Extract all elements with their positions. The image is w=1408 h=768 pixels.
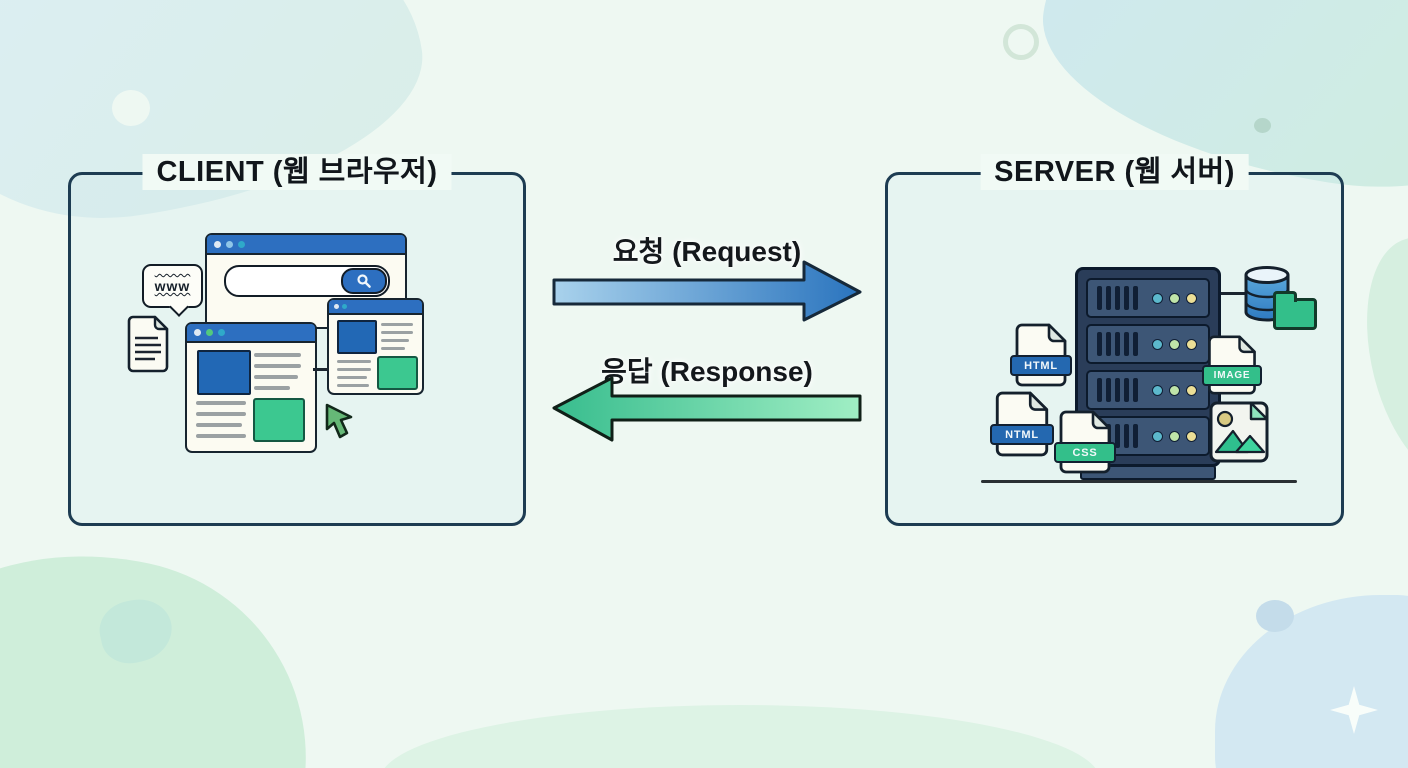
text-line: [337, 384, 369, 387]
background-blob-bottom-right: [1215, 595, 1408, 768]
image-placeholder-block: [197, 350, 251, 395]
server-rack: [1075, 267, 1221, 467]
status-lights: [1152, 292, 1197, 304]
window-dot-icon: [194, 329, 201, 336]
cursor-icon: [325, 403, 353, 439]
window-connector-line: [313, 368, 328, 371]
text-line: [381, 323, 413, 326]
text-line: [381, 347, 405, 350]
www-speech-bubble: www: [142, 264, 203, 317]
text-line: [337, 376, 367, 379]
ntml-file-icon: NTML: [989, 390, 1055, 458]
status-lights: [1152, 430, 1197, 442]
server-unit: [1086, 324, 1210, 364]
browser-titlebar: [207, 235, 405, 255]
background-blob-bottom-center: [380, 705, 1100, 768]
file-type-badge: NTML: [989, 424, 1055, 445]
background-dot-bottom-right: [1256, 600, 1294, 632]
search-icon: [357, 274, 371, 288]
ground-line: [981, 480, 1297, 483]
status-light-icon: [1169, 430, 1180, 442]
search-bar: [224, 265, 390, 297]
text-line: [381, 331, 413, 334]
text-line: [254, 353, 301, 357]
status-light-icon: [1169, 384, 1180, 396]
text-line: [254, 386, 290, 390]
document-icon: [127, 315, 169, 373]
status-light-icon: [1186, 384, 1197, 396]
text-line: [196, 434, 246, 438]
image-placeholder-block: [337, 320, 377, 354]
background-dot-top-right: [1254, 118, 1271, 133]
vent-slots-icon: [1097, 332, 1138, 356]
vent-slots-icon: [1097, 286, 1138, 310]
text-line: [381, 339, 409, 342]
text-line: [337, 368, 371, 371]
text-line: [196, 423, 242, 427]
css-file-icon: CSS: [1053, 409, 1117, 475]
www-label: www: [154, 278, 191, 294]
client-panel-title: CLIENT (웹 브라우저): [142, 154, 452, 190]
status-lights: [1152, 338, 1197, 350]
image-file-icon: IMAGE: [1201, 334, 1263, 396]
server-panel-title: SERVER (웹 서버): [980, 154, 1249, 190]
status-light-icon: [1152, 430, 1163, 442]
status-light-icon: [1186, 292, 1197, 304]
browser-titlebar: [329, 300, 422, 315]
rack-database-connector: [1218, 292, 1245, 295]
window-dot-icon: [218, 329, 225, 336]
status-lights: [1152, 384, 1197, 396]
window-dot-icon: [214, 240, 221, 248]
browser-window-small: [327, 298, 424, 395]
server-illustration: HTML NTML CSS IMAGE: [885, 172, 1338, 520]
folder-icon: [1273, 291, 1317, 330]
file-type-badge: HTML: [1009, 355, 1073, 376]
ring-decoration: [1003, 24, 1039, 60]
text-line: [196, 401, 246, 405]
speech-bubble-tail: [169, 297, 189, 317]
text-line: [254, 364, 301, 368]
request-arrow-label: 요청 (Request): [612, 236, 802, 267]
background-blob-right: [1343, 222, 1408, 498]
file-type-badge: CSS: [1053, 442, 1117, 463]
text-line: [196, 412, 246, 416]
client-illustration: www: [68, 172, 520, 520]
background-blob-hole: [112, 90, 150, 126]
server-unit: [1086, 278, 1210, 318]
file-type-badge: IMAGE: [1201, 365, 1263, 386]
search-button: [341, 268, 387, 294]
text-line: [337, 360, 371, 363]
server-unit: [1086, 370, 1210, 410]
background-blob-bottom-left: [0, 513, 343, 768]
html-file-icon: HTML: [1009, 322, 1073, 388]
status-light-icon: [1186, 430, 1197, 442]
status-light-icon: [1169, 338, 1180, 350]
window-dot-icon: [342, 304, 347, 309]
status-light-icon: [1152, 292, 1163, 304]
window-dot-icon: [238, 240, 245, 248]
picture-icon: [1209, 401, 1269, 463]
text-line: [254, 375, 298, 379]
browser-window-main: [185, 322, 317, 453]
green-content-block: [253, 398, 305, 442]
browser-titlebar: [187, 324, 315, 343]
request-arrow-icon: [552, 260, 862, 322]
status-light-icon: [1152, 384, 1163, 396]
window-dot-icon: [206, 329, 213, 336]
window-dot-icon: [226, 240, 233, 248]
window-dot-icon: [334, 304, 339, 309]
status-light-icon: [1169, 292, 1180, 304]
status-light-icon: [1152, 338, 1163, 350]
response-arrow-label: 응답 (Response): [601, 356, 813, 387]
status-light-icon: [1186, 338, 1197, 350]
response-arrow-icon: [552, 376, 862, 442]
vent-slots-icon: [1097, 378, 1138, 402]
green-content-block: [377, 356, 418, 390]
